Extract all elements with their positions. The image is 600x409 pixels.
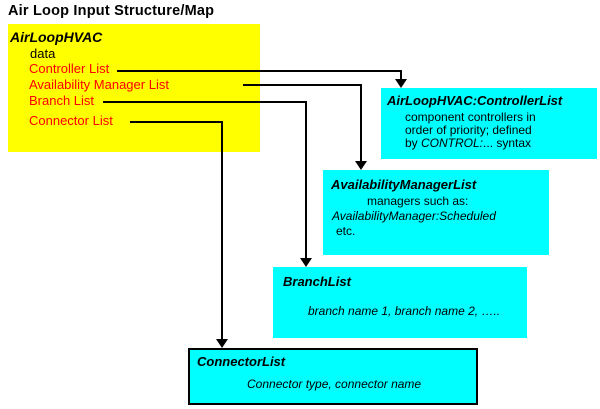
availabilitymanagerlist-desc-line3: etc. — [336, 224, 356, 238]
controllerlist-desc-line3-post: ... syntax — [483, 136, 532, 150]
link-connector-list: Connector List — [29, 113, 113, 128]
branchlist-heading: BranchList — [283, 274, 351, 289]
arrowhead-down-icon — [216, 339, 228, 348]
arrowhead-down-icon — [300, 258, 312, 267]
branchlist-box: BranchList branch name 1, branch name 2,… — [273, 267, 527, 338]
link-controller-list: Controller List — [29, 61, 110, 76]
availabilitymanagerlist-desc-line1: managers such as: — [367, 194, 469, 208]
arrowhead-down-icon — [395, 79, 407, 88]
arrowhead-down-icon — [355, 161, 367, 170]
controllerlist-desc-line3-pre: by — [405, 136, 422, 150]
controllerlist-desc-line3-italic: CONTROL: — [421, 136, 484, 150]
controllerlist-desc-line2: order of priority; defined — [405, 123, 532, 137]
connectorlist-box: ConnectorList Connector type, connector … — [188, 348, 478, 405]
page-title: Air Loop Input Structure/Map — [8, 3, 215, 19]
link-availability-manager-list: Availability Manager List — [29, 77, 169, 92]
connectorlist-desc-line1: Connector type, connector name — [247, 377, 422, 391]
airloophvac-data-label: data — [30, 46, 56, 61]
wire-availability-manager-list — [243, 84, 362, 162]
airloophvac-heading: AirLoopHVAC — [10, 29, 103, 45]
link-branch-list: Branch List — [29, 93, 95, 108]
branchlist-desc-line1: branch name 1, branch name 2, ….. — [308, 304, 501, 318]
availabilitymanagerlist-box: AvailabilityManagerList managers such as… — [323, 170, 549, 255]
availabilitymanagerlist-heading: AvailabilityManagerList — [331, 177, 477, 192]
connectorlist-heading: ConnectorList — [197, 354, 286, 369]
controllerlist-desc-line1: component controllers in — [405, 110, 536, 124]
controllerlist-heading: AirLoopHVAC:ControllerList — [387, 93, 563, 108]
controllerlist-box: AirLoopHVAC:ControllerList component con… — [381, 88, 597, 159]
airloophvac-source-box: AirLoopHVAC data Controller List Availab… — [8, 24, 260, 152]
controllerlist-desc-line3: by CONTROL:... syntax — [405, 136, 531, 150]
availabilitymanagerlist-desc-line2: AvailabilityManager:Scheduled — [332, 209, 496, 223]
wire-connector-list — [130, 121, 223, 340]
